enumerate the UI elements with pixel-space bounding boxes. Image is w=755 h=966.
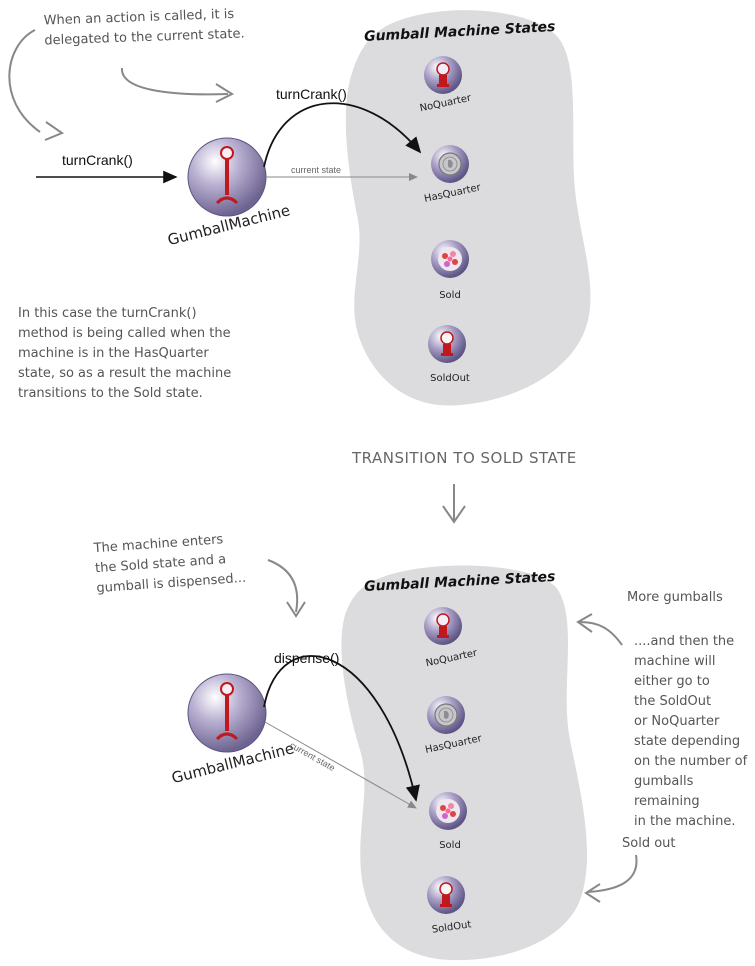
hand-arrow-callout-2-head bbox=[215, 83, 235, 103]
state-hasquarter-top bbox=[431, 145, 469, 183]
delegation-arrow-bottom bbox=[263, 655, 420, 802]
transition-arrow bbox=[442, 484, 466, 524]
gumball-machine-top bbox=[187, 137, 267, 217]
hand-arrow-callout-1 bbox=[8, 29, 41, 133]
hand-arrow-soldout-head bbox=[584, 883, 601, 903]
state-noquarter-bottom bbox=[424, 607, 462, 645]
delegation-arrow-top bbox=[263, 102, 422, 168]
state-hasquarter-bottom bbox=[427, 696, 465, 734]
note-more-gumballs: More gumballs bbox=[627, 590, 723, 605]
transition-label: TRANSITION TO SOLD STATE bbox=[352, 449, 577, 467]
hand-arrow-callout-2 bbox=[120, 67, 229, 96]
current-state-arrow-bottom bbox=[264, 721, 417, 809]
state-sold-bottom bbox=[429, 792, 467, 830]
state-label-soldout-top: SoldOut bbox=[430, 373, 470, 384]
gumballs-icon bbox=[436, 799, 460, 823]
note-sold-entered: The machine enters the Sold state and a … bbox=[93, 532, 247, 597]
states-blob-bottom bbox=[341, 565, 588, 961]
action-label-call-top: turnCrank() bbox=[276, 86, 347, 102]
gumball-machine-icon bbox=[215, 146, 239, 205]
note-then-either: ....and then the machine will either go … bbox=[634, 634, 748, 829]
gumball-machine-icon bbox=[436, 613, 450, 638]
gumball-machine-icon bbox=[215, 682, 239, 741]
gumball-machine-bottom bbox=[187, 673, 267, 753]
gumballs-icon bbox=[438, 247, 462, 271]
states-blob-top bbox=[345, 10, 591, 406]
action-label-in-top: turnCrank() bbox=[62, 152, 133, 168]
note-delegation: When an action is called, it is delegate… bbox=[43, 6, 245, 49]
note-case: In this case the turnCrank() method is b… bbox=[18, 306, 232, 401]
hand-arrow-callout-1-head bbox=[44, 121, 65, 141]
state-sold-top bbox=[431, 240, 469, 278]
gumball-machine-icon bbox=[436, 62, 450, 87]
empty-machine-icon bbox=[439, 882, 453, 907]
state-label-sold-bottom: Sold bbox=[439, 840, 461, 851]
hand-arrow-more bbox=[579, 621, 623, 646]
hand-arrow-sold-head bbox=[286, 601, 306, 618]
action-label-call-bottom: dispense() bbox=[274, 650, 340, 666]
hand-arrow-soldout bbox=[587, 854, 638, 893]
state-soldout-bottom bbox=[427, 876, 465, 914]
hand-arrow-sold bbox=[267, 559, 299, 613]
state-label-sold-top: Sold bbox=[439, 290, 461, 301]
hand-arrow-more-head bbox=[576, 613, 593, 633]
state-noquarter-top bbox=[424, 56, 462, 94]
state-soldout-top bbox=[428, 325, 466, 363]
quarter-coin-icon bbox=[434, 703, 458, 727]
current-state-label-top: current state bbox=[291, 165, 342, 175]
quarter-coin-icon bbox=[438, 152, 462, 176]
note-sold-out: Sold out bbox=[622, 836, 676, 851]
state-label-soldout-bottom: SoldOut bbox=[431, 919, 472, 935]
empty-machine-icon bbox=[440, 331, 454, 356]
